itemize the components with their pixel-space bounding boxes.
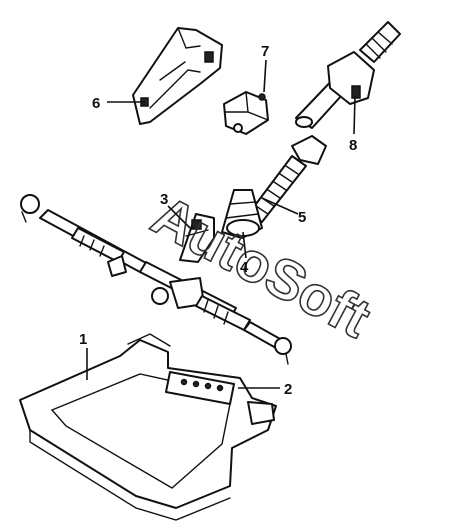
callout-7: 7	[261, 43, 269, 60]
callout-1: 1	[79, 331, 87, 348]
callout-2: 2	[284, 381, 292, 398]
callout-6: 6	[92, 95, 100, 112]
callout-5: 5	[298, 209, 306, 226]
steering-shaft-boot	[221, 189, 263, 239]
callout-3: 3	[160, 191, 168, 208]
callout-8: 8	[349, 137, 357, 154]
steering-column	[295, 21, 401, 129]
steering-shaft-universal-joint	[179, 213, 215, 263]
leader-lines	[86, 59, 356, 389]
ignition-switch-housing	[223, 91, 269, 135]
steering-rack	[20, 194, 292, 365]
intermediate-steering-shaft	[249, 135, 327, 223]
callout-4: 4	[240, 259, 249, 276]
subframe	[19, 333, 277, 521]
steering-column-bracket	[132, 27, 223, 125]
